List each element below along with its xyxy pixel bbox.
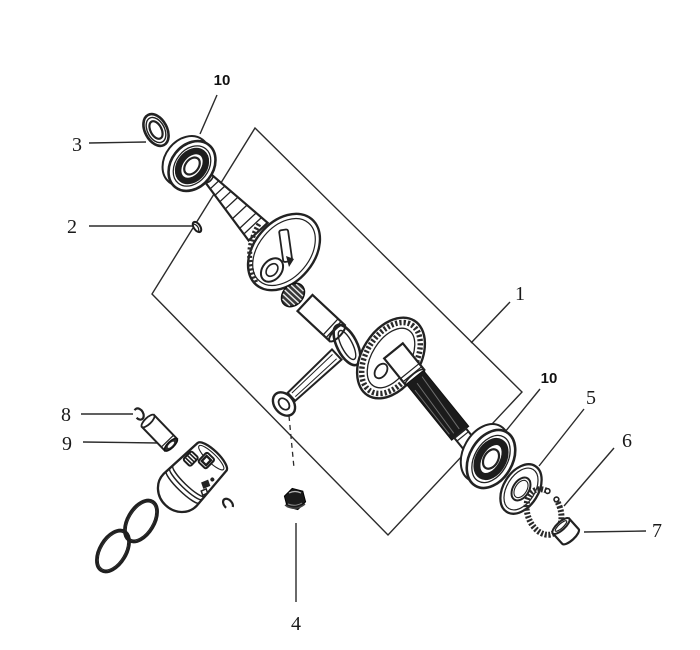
callout-label-4: 4: [291, 613, 301, 635]
callout-line-10-left: [199, 94, 218, 135]
callout-label-8: 8: [61, 404, 71, 426]
callout-line-3: [88, 141, 147, 144]
rod-small-end: [271, 391, 297, 417]
callout-label-9: 9: [62, 433, 72, 455]
lock-nut: [283, 487, 307, 511]
callout-label-6: 6: [622, 430, 632, 452]
callout-label-10-right: 10: [541, 370, 558, 387]
callout-line-6: [563, 447, 615, 507]
rod-to-nut-dashed-line: [288, 415, 295, 469]
callout-label-7: 7: [652, 520, 662, 542]
piston-ring-upper: [123, 498, 159, 544]
pin-circlip-left: [133, 407, 145, 421]
ball-bearing-left: [161, 135, 217, 193]
boundary-box: [151, 126, 523, 537]
thrust-washer: [499, 463, 543, 515]
spacer-bushing: [551, 517, 581, 546]
crank-pin: [295, 293, 347, 343]
callout-line-1: [470, 301, 511, 344]
callout-line-9: [82, 441, 159, 444]
crank-web-front: [246, 212, 322, 292]
callout-label-5: 5: [586, 387, 596, 409]
callout-line-5: [538, 408, 585, 467]
woodruff-key: [191, 220, 203, 234]
callout-label-1: 1: [515, 283, 525, 305]
piston: [156, 441, 229, 514]
crank-pinion-gear: [280, 282, 306, 308]
piston-pin: [140, 413, 179, 453]
callout-label-3: 3: [72, 134, 82, 156]
crankshaft-output-shaft: [382, 341, 479, 453]
piston-ring-lower: [95, 528, 131, 574]
callout-label-10-left: 10: [214, 72, 231, 89]
callout-label-2: 2: [67, 216, 77, 238]
callout-line-10-right: [504, 388, 541, 433]
callout-line-7: [583, 530, 647, 533]
pin-circlip-right: [221, 497, 235, 511]
ball-bearing-right: [459, 423, 517, 490]
connecting-rod: [271, 323, 362, 417]
oil-seal: [142, 112, 170, 148]
